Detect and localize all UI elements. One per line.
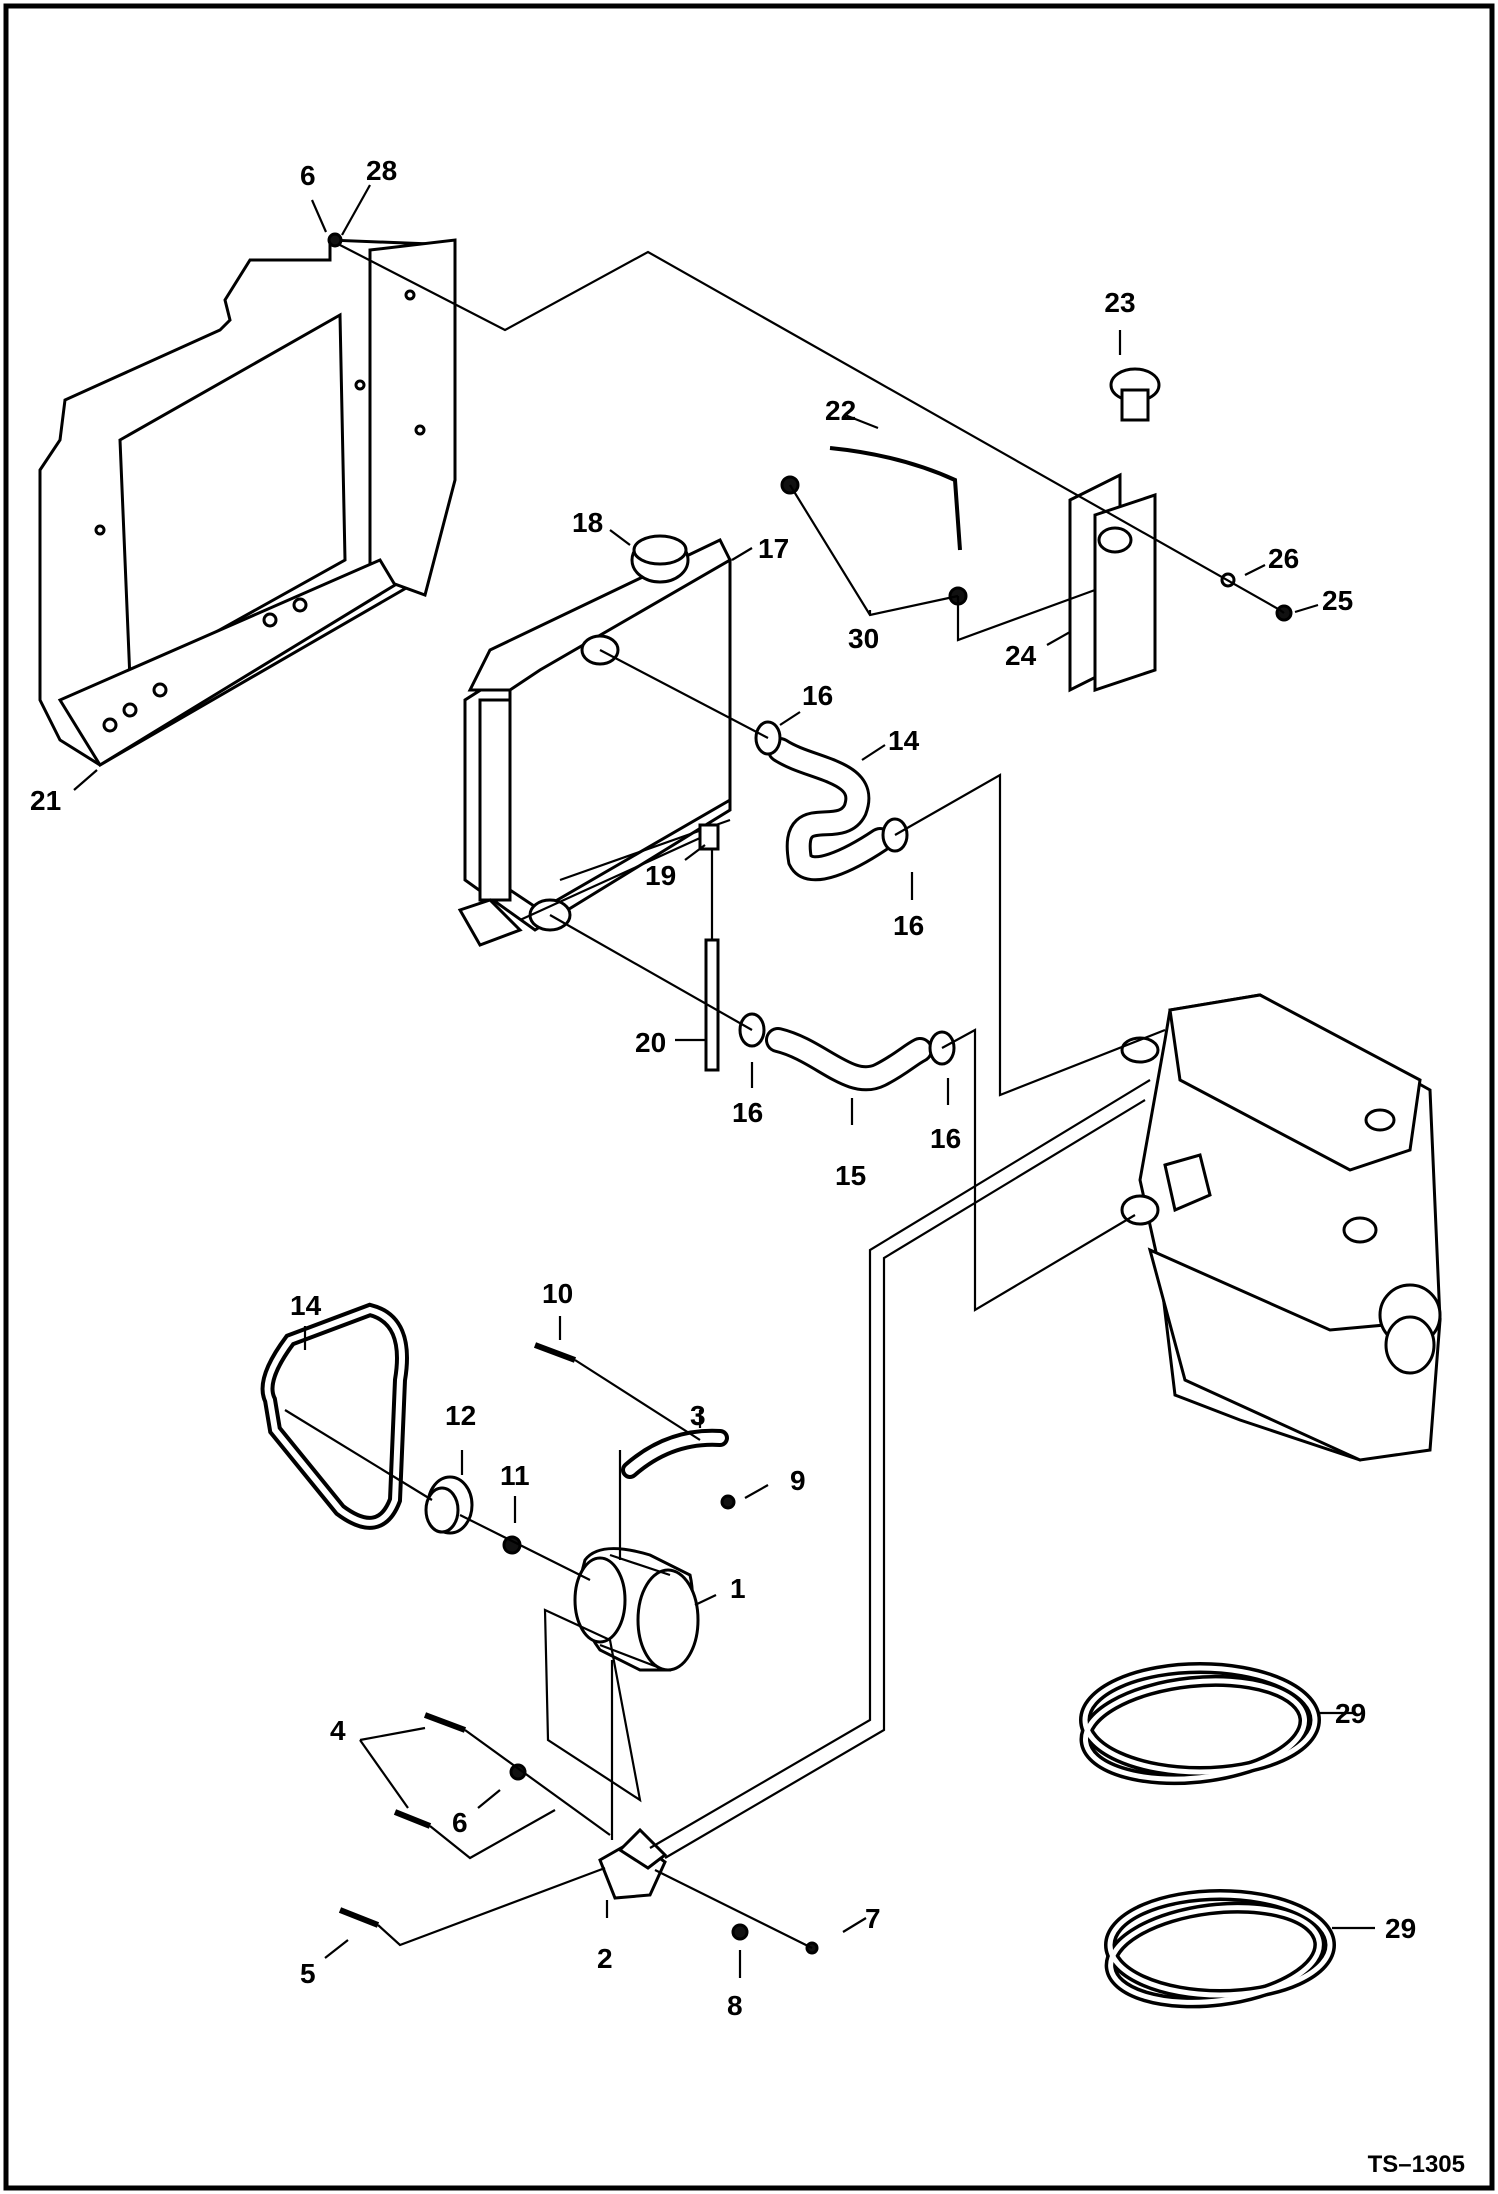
- callout-label: 19: [645, 860, 676, 891]
- callout-label: 1: [730, 1573, 746, 1604]
- callout-label: 24: [1005, 640, 1037, 671]
- shroud-part: [38, 238, 457, 768]
- callout-label: 16: [930, 1123, 961, 1154]
- callout-label: 12: [445, 1400, 476, 1431]
- callout-label: 25: [1322, 585, 1353, 616]
- overflow-hose-part: [780, 446, 968, 606]
- callout-label: 10: [542, 1278, 573, 1309]
- callout-label: 16: [893, 910, 924, 941]
- mount-bracket-part: [598, 1827, 668, 1900]
- callout-label: 20: [635, 1027, 666, 1058]
- callout-label: 26: [1268, 543, 1299, 574]
- callout-label: 14: [888, 725, 920, 756]
- adjusting-strap-part: [621, 1428, 736, 1510]
- callout-label: 8: [727, 1990, 743, 2021]
- assembly-lines: [284, 244, 1285, 1949]
- callout-label: 6: [452, 1807, 468, 1838]
- callout-label: 18: [572, 507, 603, 538]
- callout-label: 4: [330, 1715, 346, 1746]
- callout-label: 29: [1335, 1698, 1366, 1729]
- drawing-border: [3, 3, 1495, 2191]
- callout-label: 5: [300, 1958, 316, 1989]
- callout-label: 6: [300, 160, 316, 191]
- coiled-hose-28-part: [1079, 1662, 1321, 1786]
- drawing-reference: TS–1305: [1368, 2151, 1465, 2178]
- callout-label: 21: [30, 785, 61, 816]
- callout-label: 11: [500, 1460, 530, 1491]
- callout-label: 9: [790, 1465, 806, 1496]
- callout-label: 17: [758, 533, 789, 564]
- coiled-hose-29-part: [1104, 1889, 1336, 2009]
- callout-label: 16: [802, 680, 833, 711]
- engine-part: [1120, 993, 1442, 1462]
- callout-label: 15: [835, 1160, 866, 1191]
- alternator-part: [573, 1547, 700, 1672]
- callout-labels: 6 28 23 22 18 17 26 25 30 24 16 14 21 19…: [30, 155, 1465, 2178]
- callout-label: 28: [366, 155, 397, 186]
- upper-hose-part: [767, 737, 893, 882]
- callout-label: 2: [597, 1943, 613, 1974]
- callout-label: 30: [848, 623, 879, 654]
- recovery-tank-part: [1068, 367, 1293, 693]
- callout-label: 14: [290, 1290, 322, 1321]
- radiator-part: [457, 538, 732, 947]
- drain-valve-part: [698, 823, 720, 1072]
- callout-label: 22: [825, 395, 856, 426]
- lower-hose-part: [765, 1027, 933, 1092]
- pulley-part: [424, 1475, 522, 1555]
- callout-label: 23: [1104, 287, 1135, 318]
- callout-label: 16: [732, 1097, 763, 1128]
- callout-label: 3: [690, 1400, 706, 1431]
- fasteners-part: [327, 232, 819, 1955]
- callout-leaders: [73, 184, 1375, 1978]
- callout-label: 29: [1385, 1913, 1416, 1944]
- radiator-cap-part: [630, 534, 690, 584]
- fan-belt-part: [260, 1302, 409, 1530]
- hose-clamps-part: [738, 720, 956, 1066]
- callout-label: 7: [865, 1903, 881, 1934]
